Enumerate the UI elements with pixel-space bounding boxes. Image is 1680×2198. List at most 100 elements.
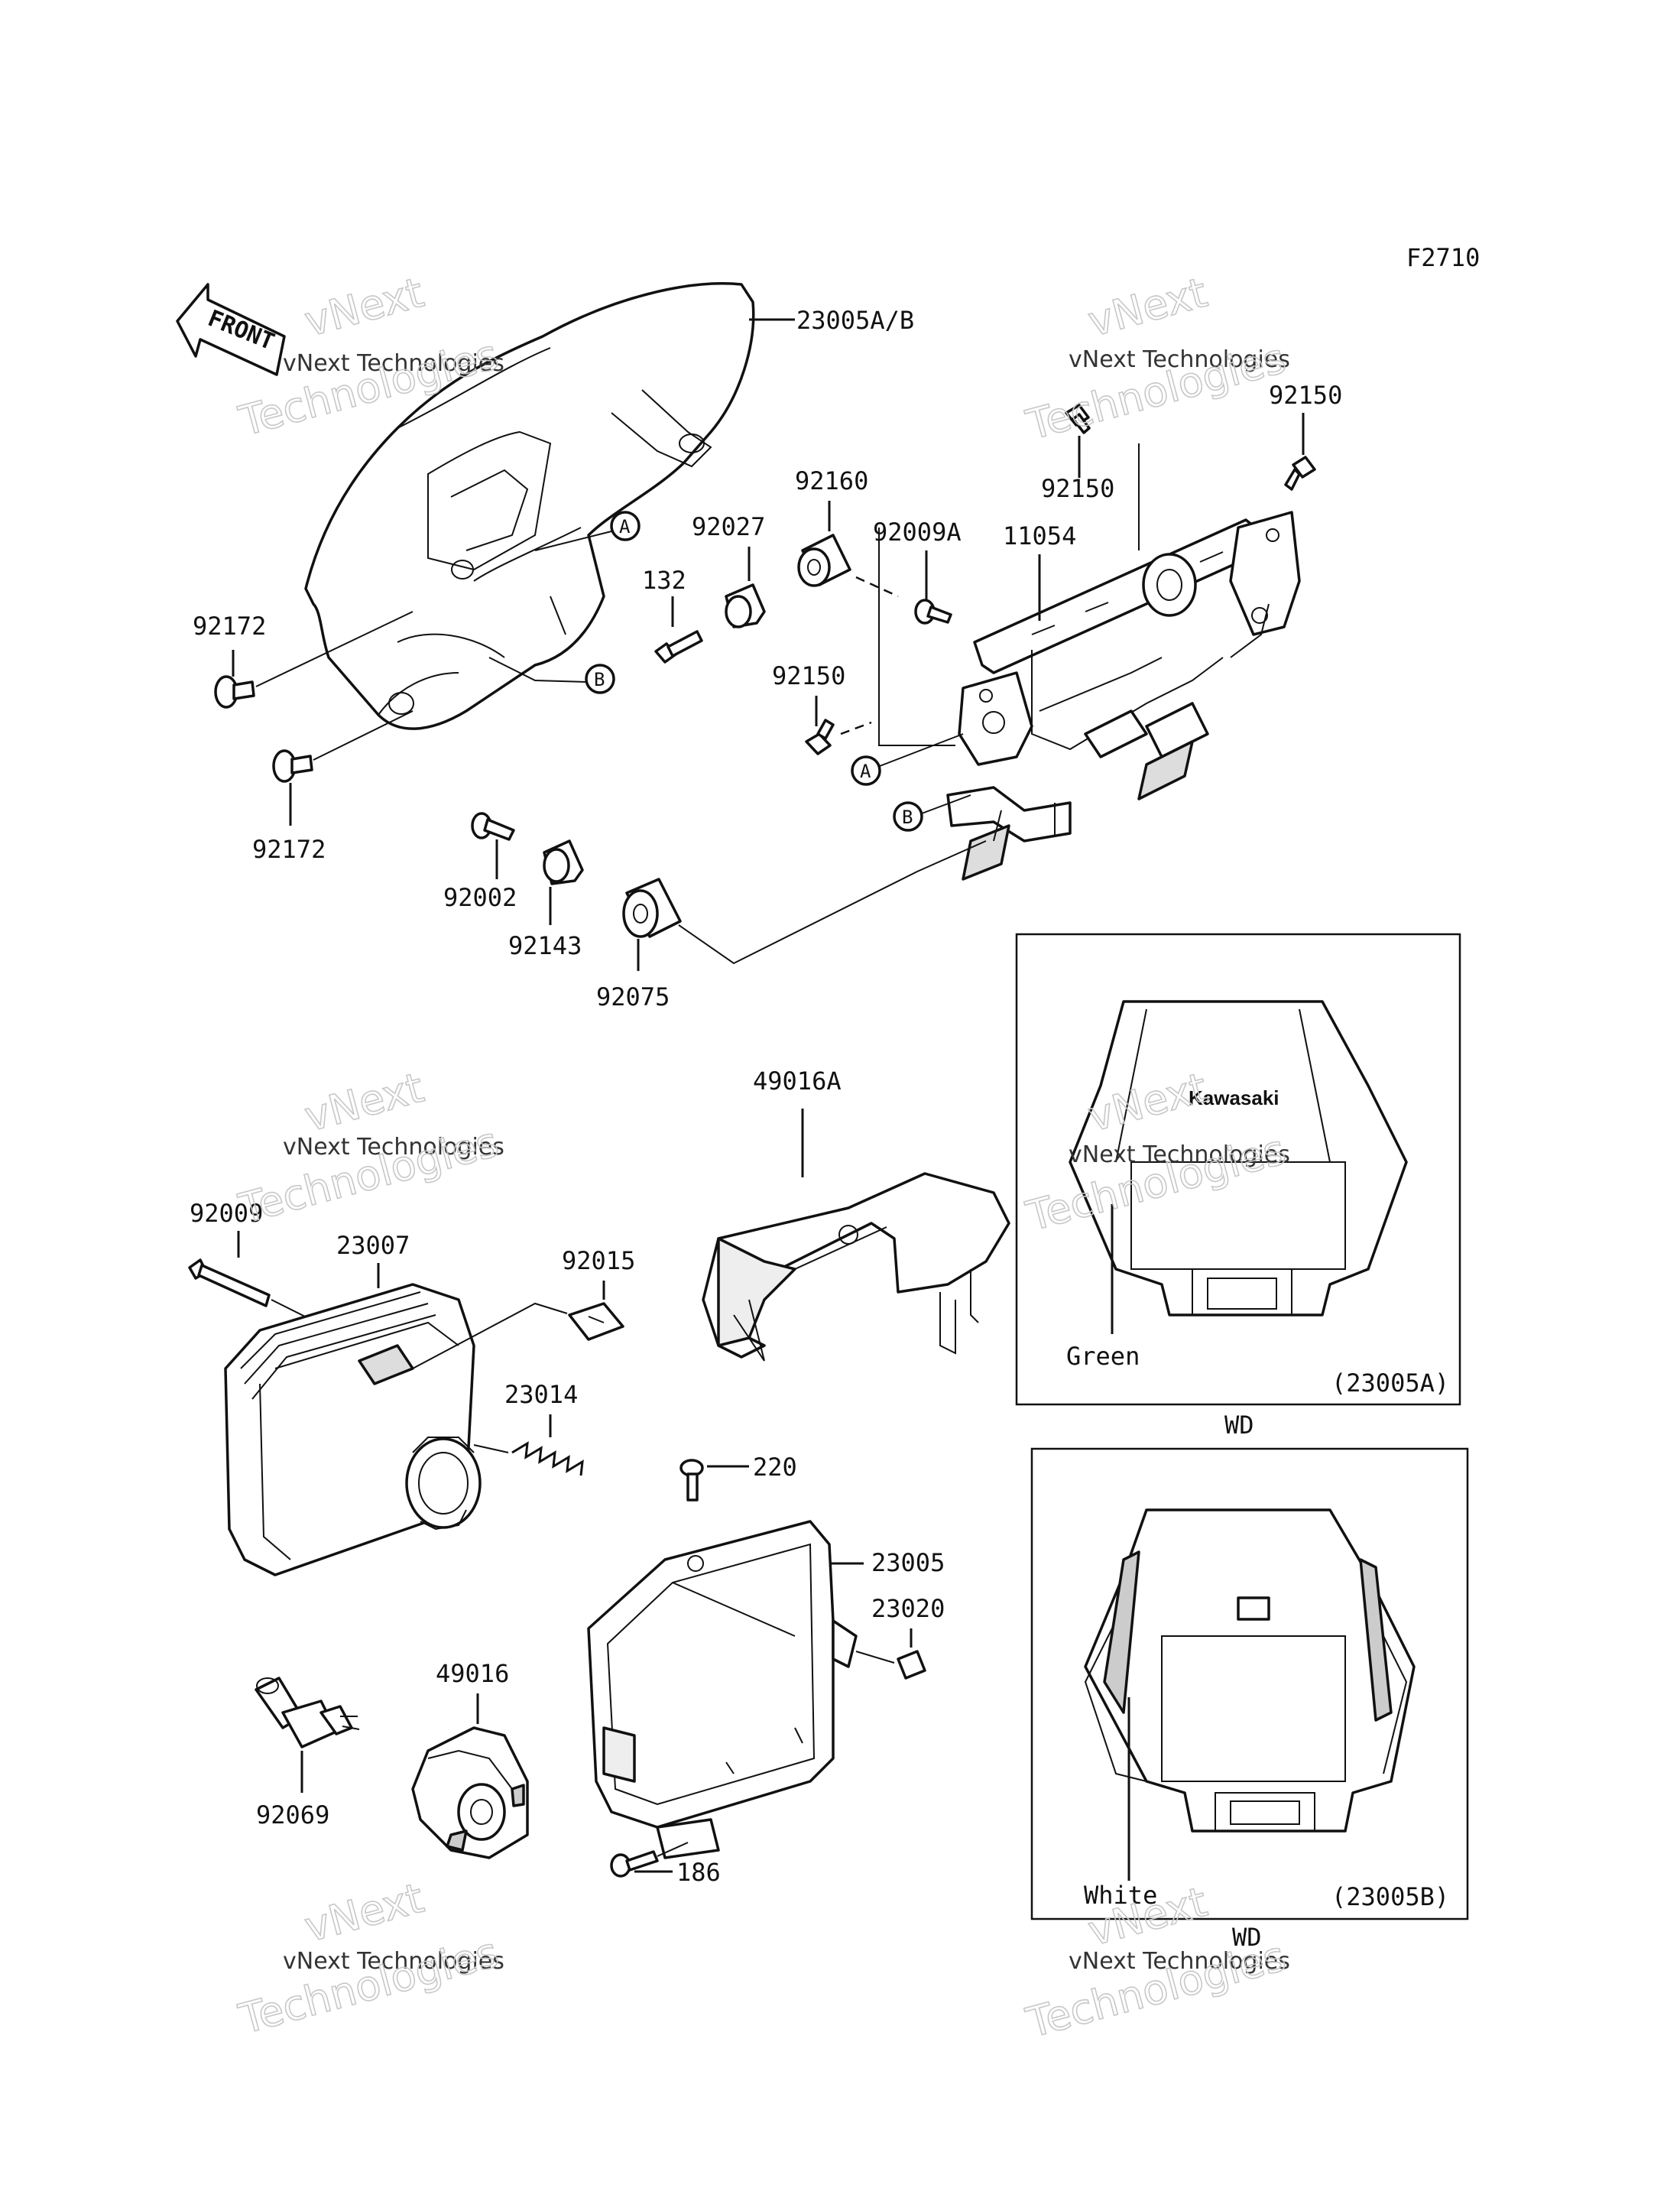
bolt-92009 bbox=[188, 1258, 271, 1307]
part-92075: 92075 bbox=[596, 982, 670, 1011]
inset-23005b-code: (23005B) bbox=[1331, 1882, 1449, 1911]
svg-text:vNext: vNext bbox=[1083, 268, 1212, 346]
marker-a-bracket: A bbox=[851, 755, 881, 786]
collar-92143 bbox=[543, 839, 584, 885]
axis-92160 bbox=[855, 576, 899, 598]
front-arrow-icon: FRONT bbox=[176, 283, 286, 376]
headlight-cowl-drawing bbox=[304, 282, 755, 730]
part-23014: 23014 bbox=[504, 1380, 578, 1409]
screw-92009a bbox=[914, 599, 952, 625]
part-92002: 92002 bbox=[443, 883, 517, 912]
inset-23005a-color: Green bbox=[1066, 1342, 1140, 1371]
part-23005ab: 23005A/B bbox=[796, 306, 914, 335]
screw-186 bbox=[610, 1850, 659, 1878]
leader-92172-lower-axis bbox=[313, 710, 414, 761]
headlight-housing-23005-drawing bbox=[587, 1520, 858, 1859]
part-92143: 92143 bbox=[508, 931, 582, 960]
clip-92015 bbox=[568, 1302, 624, 1341]
leader-92075-axis bbox=[678, 840, 987, 965]
watermark-bottom-left: vNext vNext Technologies Technologies bbox=[233, 1873, 504, 2044]
part-92009a: 92009A bbox=[873, 518, 962, 547]
leader-marker-a-cowl bbox=[534, 531, 612, 551]
part-23007: 23007 bbox=[336, 1231, 410, 1260]
axis-92150-mid bbox=[840, 721, 872, 735]
nut-23020 bbox=[897, 1650, 926, 1680]
inset-23005b-color: White bbox=[1084, 1881, 1157, 1910]
part-23005: 23005 bbox=[871, 1548, 945, 1577]
watermark-bottom-right: vNext vNext Technologies Technologies bbox=[1020, 1877, 1291, 2048]
screw-92172-lower bbox=[272, 749, 313, 783]
part-49016: 49016 bbox=[436, 1659, 509, 1688]
inset-23005b-drawing bbox=[1084, 1508, 1416, 1833]
screw-92172-upper bbox=[214, 675, 255, 709]
svg-text:Technologies: Technologies bbox=[234, 1928, 503, 2044]
bracket-11054-drawing bbox=[946, 511, 1301, 881]
svg-text:vNext: vNext bbox=[300, 268, 429, 346]
svg-text:B: B bbox=[902, 807, 913, 828]
figure-code: F2710 bbox=[1406, 243, 1480, 272]
screw-92150-top-right bbox=[1284, 456, 1316, 491]
part-92150-mid: 92150 bbox=[772, 661, 845, 690]
leader-marker-a-bracket bbox=[879, 733, 964, 767]
part-11054: 11054 bbox=[1003, 521, 1076, 550]
grommet-92160 bbox=[797, 534, 851, 587]
svg-text:B: B bbox=[594, 669, 605, 690]
svg-text:vNext Technologies: vNext Technologies bbox=[283, 1948, 504, 1975]
inset-23005a-drawing: Kawasaki bbox=[1069, 1000, 1408, 1317]
screw-92150-top-left bbox=[1065, 404, 1091, 434]
part-92150-top-right: 92150 bbox=[1269, 381, 1342, 410]
dust-cover-49016-drawing bbox=[411, 1726, 529, 1859]
marker-b-bracket: B bbox=[893, 801, 923, 832]
leader-23020-axis bbox=[855, 1651, 895, 1664]
leader-marker-b-cowl bbox=[488, 657, 587, 683]
part-92172-lower: 92172 bbox=[252, 835, 326, 864]
part-132: 132 bbox=[642, 566, 686, 595]
part-92150-top-left: 92150 bbox=[1041, 474, 1114, 503]
inset-23005b-frame bbox=[1030, 1447, 1469, 1920]
part-92015: 92015 bbox=[562, 1246, 635, 1275]
screw-220 bbox=[679, 1459, 704, 1502]
inset-23005a-caption: WD bbox=[1224, 1411, 1254, 1440]
bulb-92069-drawing bbox=[255, 1677, 360, 1748]
bolt-132 bbox=[654, 630, 703, 664]
svg-text:A: A bbox=[860, 761, 871, 782]
inset-23005b-caption: WD bbox=[1232, 1923, 1262, 1952]
screw-92150-mid bbox=[805, 719, 835, 755]
svg-text:A: A bbox=[619, 516, 631, 537]
inset-23005a-frame bbox=[1015, 933, 1461, 1406]
part-92160: 92160 bbox=[795, 466, 868, 495]
svg-text:vNext Technologies: vNext Technologies bbox=[1069, 1948, 1290, 1975]
watermark-mid-left: vNext vNext Technologies Technologies bbox=[233, 1063, 504, 1234]
watermark-top-right: vNext vNext Technologies Technologies bbox=[1020, 268, 1291, 450]
svg-text:vNext: vNext bbox=[300, 1874, 429, 1952]
part-92172-upper: 92172 bbox=[193, 612, 266, 641]
collar-92027 bbox=[725, 583, 766, 628]
svg-text:vNext Technologies: vNext Technologies bbox=[283, 350, 504, 377]
part-49016a: 49016A bbox=[753, 1067, 842, 1096]
leader-92015-axis bbox=[412, 1302, 568, 1369]
svg-text:vNext: vNext bbox=[300, 1063, 429, 1141]
grommet-92075 bbox=[622, 878, 682, 938]
leader-186-axis bbox=[657, 1842, 689, 1857]
marker-b-cowl: B bbox=[585, 664, 615, 694]
part-92009: 92009 bbox=[190, 1199, 263, 1228]
leader-92009-axis bbox=[271, 1299, 310, 1320]
leader-marker-a-bracket-line bbox=[878, 528, 955, 746]
leader-92172-upper-axis bbox=[255, 611, 414, 687]
screw-92002 bbox=[471, 812, 515, 841]
inset-23005a-brand: Kawasaki bbox=[1189, 1086, 1279, 1109]
part-186: 186 bbox=[676, 1858, 721, 1887]
part-92069: 92069 bbox=[256, 1800, 329, 1830]
spring-23014 bbox=[511, 1441, 584, 1476]
leader-marker-b-bracket bbox=[921, 794, 971, 814]
svg-text:vNext Technologies: vNext Technologies bbox=[283, 1134, 504, 1161]
marker-a-cowl: A bbox=[610, 511, 641, 541]
svg-text:vNext Technologies: vNext Technologies bbox=[1069, 1141, 1290, 1168]
svg-text:vNext Technologies: vNext Technologies bbox=[1069, 346, 1290, 373]
leader-23014-axis bbox=[473, 1444, 509, 1453]
inset-23005a-code: (23005A) bbox=[1331, 1368, 1449, 1398]
part-23020: 23020 bbox=[871, 1594, 945, 1623]
part-220: 220 bbox=[753, 1453, 797, 1482]
